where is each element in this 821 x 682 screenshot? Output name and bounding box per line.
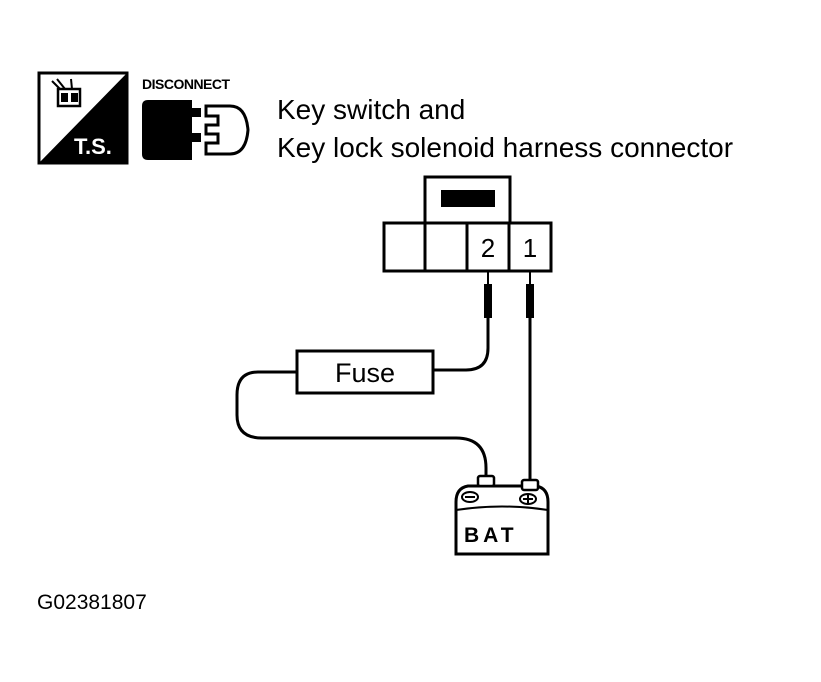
battery-label: BAT bbox=[464, 524, 518, 547]
connector-pins-icon bbox=[51, 78, 82, 108]
connector-cavity-4 bbox=[382, 221, 427, 273]
disconnect-label: DISCONNECT bbox=[142, 76, 231, 92]
ts-icon-label: T.S. bbox=[74, 134, 112, 159]
fuse: Fuse bbox=[295, 349, 435, 395]
connector-latch-slot bbox=[441, 190, 495, 207]
pin-2-label: 2 bbox=[481, 233, 495, 263]
wire-pin2-to-fuse bbox=[433, 318, 490, 372]
figure-code: G02381807 bbox=[37, 591, 147, 614]
wire-fuse-to-battery bbox=[235, 370, 488, 482]
fuse-label: Fuse bbox=[335, 358, 395, 388]
ts-icon: T.S. bbox=[37, 71, 129, 165]
battery-terminal-negative bbox=[461, 474, 496, 503]
battery-terminal-positive bbox=[519, 478, 540, 505]
battery: BAT bbox=[454, 474, 550, 556]
probe-pin-2 bbox=[484, 271, 492, 318]
harness-connector: 2 1 bbox=[382, 175, 553, 273]
connector-cavity-3 bbox=[423, 221, 469, 273]
probe-pin-1 bbox=[526, 271, 534, 318]
title-line-2: Key lock solenoid harness connector bbox=[277, 132, 733, 163]
connector-pin-1 bbox=[507, 221, 553, 273]
pin-1-label: 1 bbox=[523, 233, 537, 263]
disconnect-icon: DISCONNECT bbox=[142, 76, 250, 160]
title-line-1: Key switch and bbox=[277, 94, 465, 125]
